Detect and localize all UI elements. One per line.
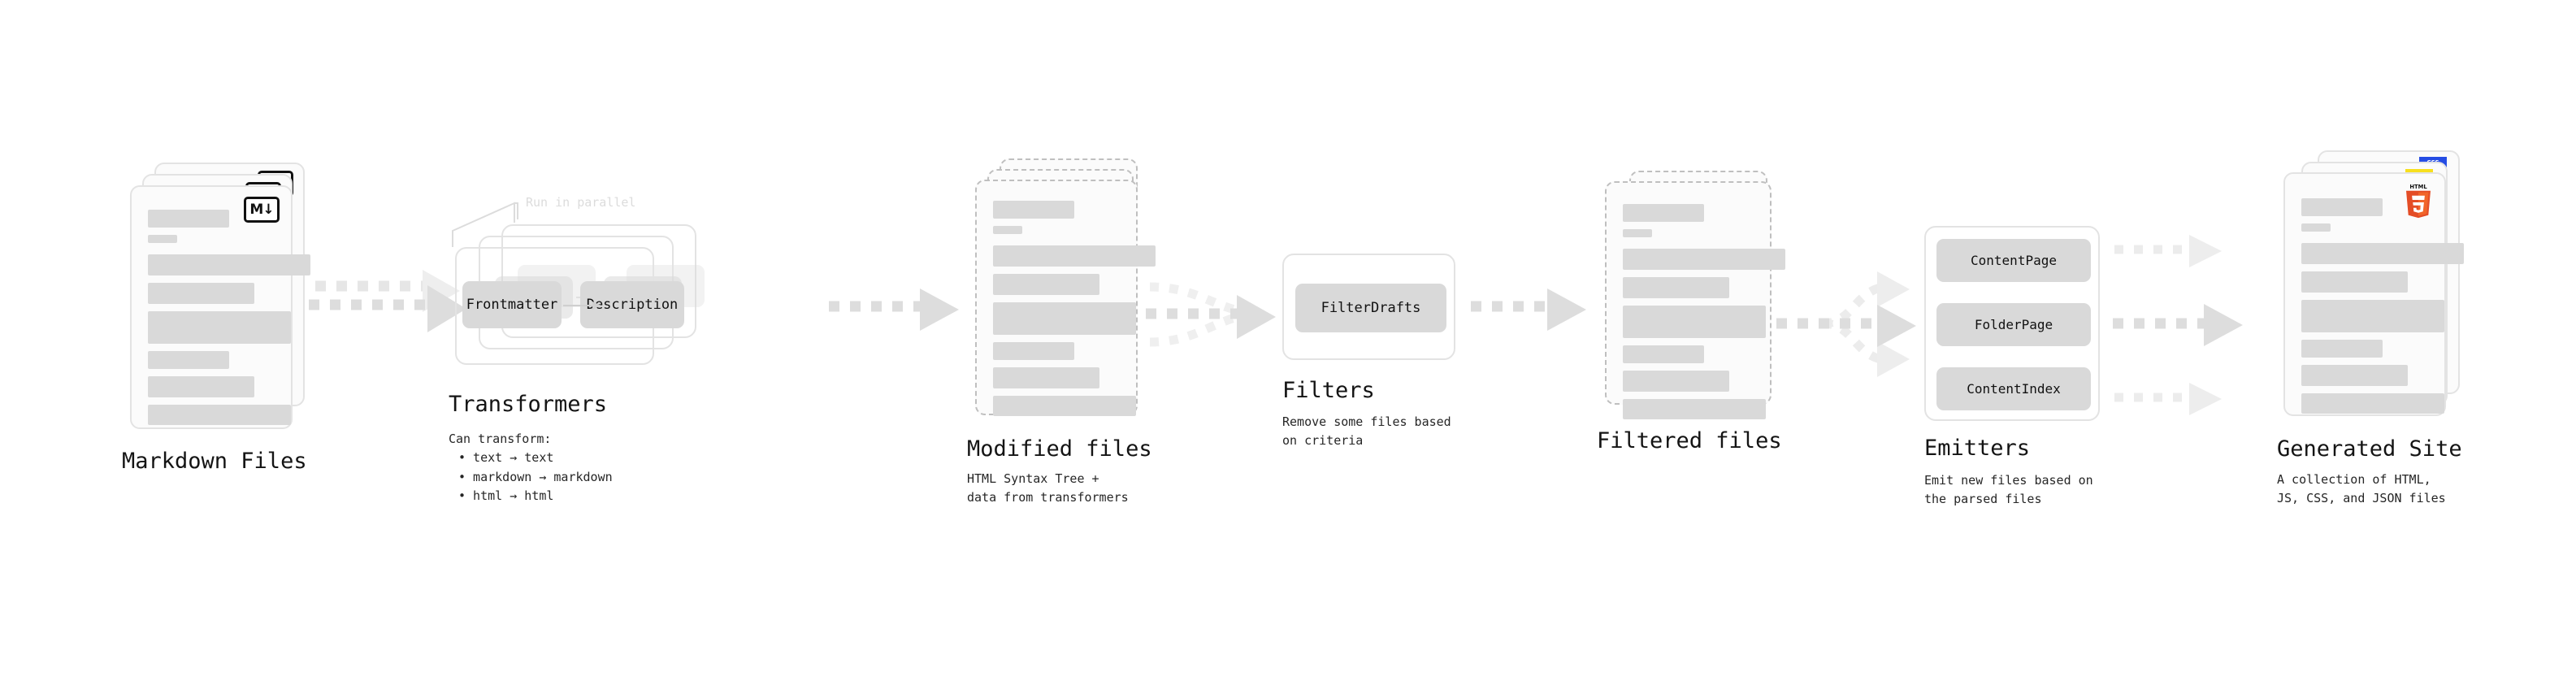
modified-files-title: Modified files: [967, 436, 1152, 462]
generated-site-stage: CSS HTML Generated Site A collection of …: [2277, 150, 2470, 505]
markdown-files-title: Markdown Files: [122, 449, 307, 474]
skeleton-bar: [993, 201, 1074, 219]
modified-files-stack: [975, 158, 1156, 419]
skeleton-bar: [2301, 198, 2383, 216]
arrow-modified-to-filters: [1146, 282, 1276, 347]
skeleton-bar: [2301, 271, 2408, 293]
skeleton-bar: [148, 283, 254, 304]
skeleton-bar: [148, 405, 291, 425]
filtered-files-title: Filtered files: [1597, 428, 1782, 453]
emitters-caption: Emit new files based on the parsed files: [1924, 473, 2093, 506]
doc-skeleton: [993, 201, 1156, 423]
svg-text:HTML: HTML: [2409, 184, 2427, 190]
filtered-doc-front: [1605, 181, 1785, 419]
modified-doc-front: [975, 180, 1156, 416]
skeleton-bar: [2301, 300, 2444, 332]
transformers-caption-intro: Can transform:: [449, 432, 552, 446]
transformer-chip-frontmatter[interactable]: Frontmatter: [462, 281, 562, 328]
filtered-files-stage: Filtered files: [1597, 171, 1785, 453]
skeleton-bar: [2301, 340, 2383, 358]
skeleton-bar: [1623, 345, 1704, 363]
arrow-emitters-to-site: [2113, 235, 2243, 415]
skeleton-bar: [148, 210, 229, 228]
skeleton-bar: [1623, 277, 1729, 298]
skeleton-bar: [148, 376, 254, 397]
skeleton-bar: [1623, 371, 1729, 392]
modified-files-stage: Modified files HTML Syntax Tree + data f…: [967, 158, 1156, 505]
transformers-bullet-1: • markdown → markdown: [458, 469, 613, 484]
emitters-panel: ContentPage FolderPage ContentIndex: [1924, 226, 2100, 421]
skeleton-bar: [993, 342, 1074, 360]
modified-files-caption: HTML Syntax Tree + data from transformer…: [967, 471, 1129, 505]
transformers-caption: Can transform: • text → text • markdown …: [449, 430, 613, 505]
skeleton-bar: [1623, 249, 1785, 270]
doc-skeleton: [1623, 204, 1785, 427]
skeleton-bar: [148, 235, 177, 243]
skeleton-bar: [148, 311, 291, 344]
generated-site-caption: A collection of HTML, JS, CSS, and JSON …: [2277, 472, 2446, 505]
markdown-files-stage: M↓ M↓ M↓ Markdown Files: [122, 163, 317, 474]
transformers-bullet-2: • html → html: [458, 488, 554, 503]
skeleton-bar: [993, 245, 1156, 267]
emitter-chip-contentpage[interactable]: ContentPage: [1936, 239, 2091, 282]
skeleton-bar: [2301, 365, 2408, 386]
skeleton-bar: [148, 254, 310, 275]
emitter-chip-contentindex[interactable]: ContentIndex: [1936, 367, 2091, 410]
generated-site-title: Generated Site: [2277, 436, 2462, 462]
filters-title: Filters: [1282, 378, 1375, 403]
skeleton-bar: [1623, 229, 1652, 237]
skeleton-bar: [148, 351, 229, 369]
transformer-chip-description[interactable]: Description: [580, 281, 684, 328]
arrow-transformers-to-modified: [829, 288, 959, 331]
filters-caption: Remove some files based on criteria: [1282, 414, 1451, 448]
emitters-title: Emitters: [1924, 436, 2031, 461]
html5-icon: HTML: [2406, 184, 2431, 219]
markdown-doc-front: M↓: [130, 185, 310, 432]
markdown-files-stack: M↓ M↓ M↓: [130, 163, 317, 431]
arrow-filtered-to-emitters: [1776, 271, 1916, 377]
skeleton-bar: [2301, 393, 2444, 414]
transformers-bullet-0: • text → text: [458, 450, 554, 466]
skeleton-bar: [2301, 223, 2331, 232]
skeleton-bar: [993, 226, 1022, 234]
transformer-panel-front: Frontmatter Description: [455, 247, 684, 365]
skeleton-bar: [993, 367, 1099, 388]
transformers-title: Transformers: [449, 392, 608, 417]
doc-skeleton: [148, 210, 310, 432]
skeleton-bar: [1623, 306, 1766, 338]
arrow-markdown-to-transformers: [309, 270, 466, 332]
run-in-parallel-bracket: [452, 202, 518, 247]
filter-chip-filterdrafts[interactable]: FilterDrafts: [1295, 284, 1446, 332]
skeleton-bar: [993, 274, 1099, 295]
skeleton-bar: [2301, 243, 2464, 264]
transformer-arrow: [563, 301, 601, 310]
skeleton-bar: [1623, 204, 1704, 222]
emitter-chip-folderpage[interactable]: FolderPage: [1936, 303, 2091, 346]
skeleton-bar: [993, 396, 1136, 416]
markdown-icon: M↓: [244, 197, 280, 223]
skeleton-bar: [993, 302, 1136, 335]
arrow-filters-to-filtered: [1471, 288, 1586, 331]
site-doc-html: HTML: [2283, 172, 2464, 416]
doc-skeleton: [2301, 198, 2464, 421]
filters-panel: FilterDrafts: [1282, 254, 1455, 360]
filtered-files-stack: [1605, 171, 1785, 423]
run-in-parallel-label: Run in parallel: [526, 195, 636, 210]
skeleton-bar: [1623, 399, 1766, 419]
generated-site-stack: CSS HTML: [2283, 150, 2470, 427]
